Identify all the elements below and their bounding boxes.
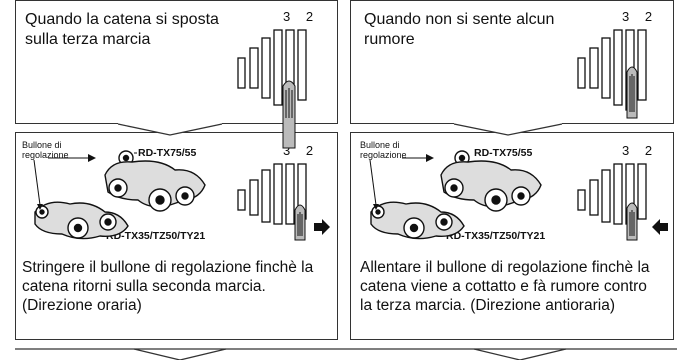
instruction-text-left: Stringere il bullone di regolazione finc… (22, 259, 314, 314)
chain-bottom-right (626, 202, 638, 241)
step-text-top-right: Quando non si sente alcun rumore (364, 11, 555, 48)
arrow-right-icon (314, 219, 330, 235)
flow-band-bottom (15, 348, 677, 360)
gear-numbers-bottom-right: 3 2 (622, 143, 659, 158)
adjust-bolt-label-right: Bullone di regolazione (360, 140, 407, 160)
step-text-top-left: Quando la catena si sposta sulla terza m… (25, 11, 219, 48)
chain-top-right (626, 66, 638, 119)
model-lower-left: RD-TX35/TZ50/TY21 (106, 230, 206, 242)
gear-numbers-top-left: 3 2 (283, 9, 320, 24)
cog-set-bottom-right (577, 163, 647, 225)
cog-set-bottom-left (237, 163, 307, 225)
leader-arrow-left-1 (88, 154, 96, 162)
chain-bottom-left (294, 204, 306, 241)
flow-arrow-top-left (117, 120, 223, 136)
leader-arrow-right-1 (426, 154, 434, 162)
model-upper-right: RD-TX75/55 (474, 147, 533, 159)
instruction-text-right: Allentare il bullone di regolazione finc… (360, 259, 650, 314)
arrow-left-icon (652, 219, 668, 235)
gear-numbers-top-right: 3 2 (622, 9, 659, 24)
chain-top-left (282, 80, 296, 149)
leader-arrow-right-2 (373, 204, 379, 210)
cog-set-top-left (237, 29, 307, 111)
derailleur-illustration-right (369, 150, 542, 240)
model-lower-right: RD-TX35/TZ50/TY21 (446, 230, 546, 242)
derailleur-illustration-left (33, 150, 206, 240)
flow-arrow-top-right (453, 120, 563, 136)
adjust-bolt-label-left: Bullone di regolazione (22, 140, 69, 160)
leader-arrow-left-2 (37, 204, 43, 210)
model-upper-left: RD-TX75/55 (138, 147, 197, 159)
